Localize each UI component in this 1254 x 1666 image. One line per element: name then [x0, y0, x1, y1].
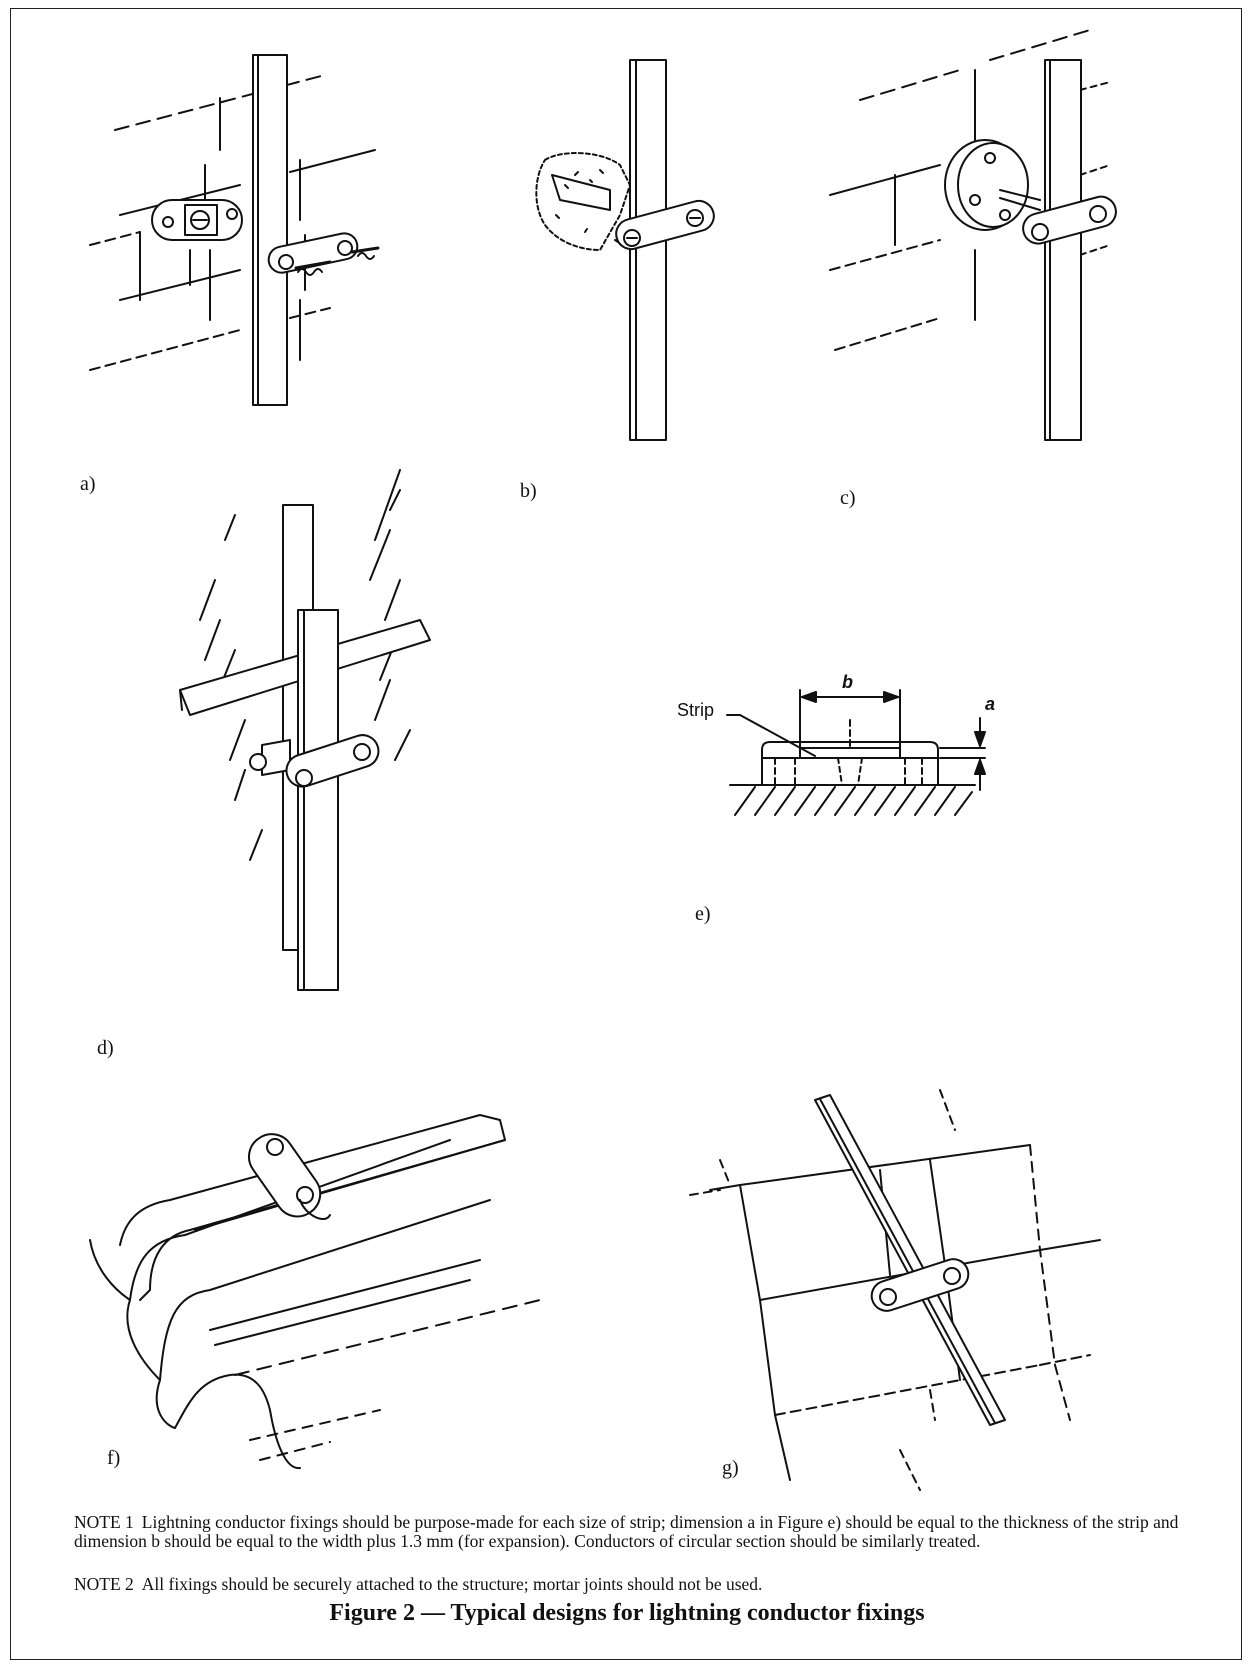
drawing-g: [690, 1090, 1100, 1490]
panel-label-g: g): [722, 1457, 739, 1479]
note-2-label: NOTE 2: [74, 1574, 134, 1594]
drawing-e: [727, 690, 985, 815]
figure-caption: Figure 2 — Typical designs for lightning…: [329, 1600, 925, 1626]
strip-label: Strip: [677, 700, 715, 720]
dimension-a-label: a: [985, 694, 996, 714]
drawing-d: [180, 470, 430, 990]
page-frame: [10, 8, 1242, 1660]
note-1-label: NOTE 1: [74, 1512, 134, 1532]
panel-label-f: f): [107, 1447, 121, 1469]
panel-label-d: d): [97, 1037, 114, 1059]
note-1-text: Lightning conductor fixings should be pu…: [74, 1512, 1179, 1551]
note-2-text: All fixings should be securely attached …: [141, 1574, 763, 1594]
drawing-c: [830, 30, 1119, 440]
drawing-b: [536, 60, 717, 440]
dimension-b-label: b: [842, 672, 853, 692]
panel-label-a: a): [80, 473, 96, 495]
drawing-a: [90, 55, 378, 405]
panel-label-e: e): [695, 903, 711, 925]
note-2: NOTE 2 All fixings should be securely att…: [74, 1575, 1184, 1594]
panel-label-b: b): [520, 480, 537, 502]
panel-label-c: c): [840, 487, 856, 509]
drawing-f: [90, 1115, 540, 1468]
